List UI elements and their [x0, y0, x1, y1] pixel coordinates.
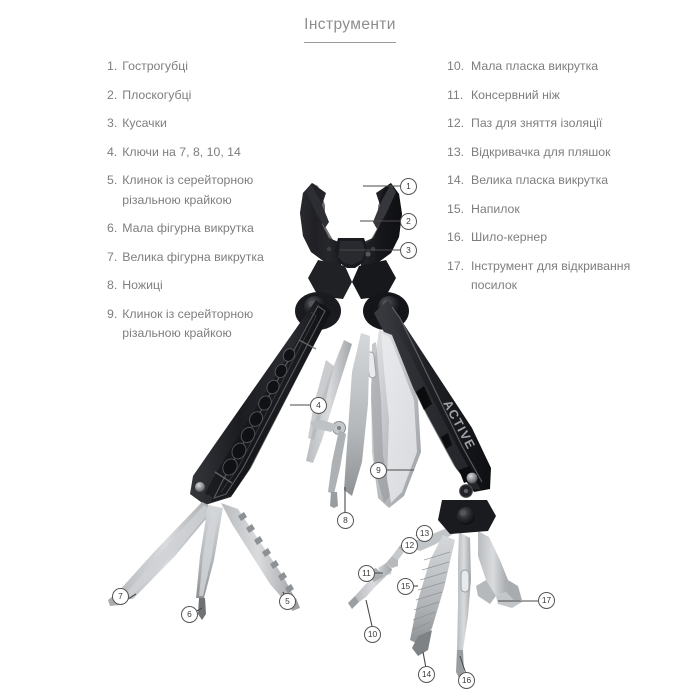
list-item-number: 6. — [107, 221, 118, 235]
list-item: 7. Велика фігурна викрутка — [107, 248, 292, 268]
list-item-number: 11. — [447, 87, 464, 102]
list-item-label: Кусачки — [122, 116, 167, 130]
list-item-number: 2. — [107, 87, 118, 102]
brand-text: ACTIVE — [440, 398, 478, 452]
list-item-number: 8. — [107, 278, 118, 292]
list-item: 6. Мала фігурна викрутка — [107, 219, 292, 239]
list-item-label: Напилок — [471, 201, 520, 216]
list-item: 1. Гострогубці — [107, 57, 292, 77]
list-item: 3. Кусачки — [107, 114, 292, 134]
list-item-number: 12. — [447, 116, 465, 130]
list-item-number: 14. — [447, 173, 465, 187]
list-item: 17. Інструмент для відкривання посилок — [447, 257, 657, 296]
callout-10[interactable]: 10 — [364, 626, 381, 643]
list-item-number: 17. — [447, 258, 465, 273]
callout-7[interactable]: 7 — [112, 588, 129, 605]
bottom-left-tools — [108, 502, 300, 620]
list-item-label: Клинок із серейторною різальною крайкою — [122, 306, 254, 341]
list-item-label: Інструмент для відкривання посилок — [471, 258, 631, 293]
callout-5[interactable]: 5 — [279, 593, 296, 610]
serrated-blade-upper — [344, 333, 370, 496]
list-item-label: Велика фігурна викрутка — [122, 249, 264, 264]
callout-6[interactable]: 6 — [181, 606, 198, 623]
callout-12[interactable]: 12 — [401, 537, 418, 554]
list-item: 4. Ключи на 7, 8, 10, 14 — [107, 143, 292, 163]
scissors — [306, 340, 352, 508]
list-item: 5. Клинок із серейторною різальною крайк… — [107, 171, 292, 210]
list-item-label: Плоскогубці — [122, 87, 192, 102]
list-item: 12. Паз для зняття ізоляції — [447, 114, 657, 134]
page-title: Інструменти — [304, 16, 396, 44]
tool-list-right: 10. Мала пласка викрутка 11. Консервний … — [447, 57, 657, 305]
list-item: 2. Плоскогубці — [107, 86, 292, 106]
list-item-number: 5. — [107, 173, 118, 187]
list-item-label: Гострогубці — [122, 59, 188, 73]
list-item-number: 1. — [107, 59, 118, 73]
callout-2[interactable]: 2 — [400, 213, 417, 230]
callout-1[interactable]: 1 — [400, 178, 417, 195]
callout-4[interactable]: 4 — [310, 397, 327, 414]
plier-head — [300, 183, 402, 299]
callout-9[interactable]: 9 — [370, 462, 387, 479]
list-item: 8. Ножиці — [107, 276, 292, 296]
pivot-joints — [295, 292, 409, 330]
list-item-number: 4. — [107, 144, 118, 159]
list-item: 14. Велика пласка викрутка — [447, 171, 657, 191]
list-item: 16. Шило-кернер — [447, 228, 657, 248]
list-item-number: 3. — [107, 116, 118, 130]
list-item-number: 7. — [107, 249, 118, 264]
callout-17[interactable]: 17 — [538, 592, 555, 609]
list-item-number: 15. — [447, 201, 465, 216]
list-item: 15. Напилок — [447, 200, 657, 220]
list-item: 13. Відкривачка для пляшок — [447, 143, 657, 163]
list-item-label: Ножиці — [122, 278, 163, 292]
callout-11[interactable]: 11 — [358, 565, 375, 582]
list-item-number: 9. — [107, 306, 118, 321]
list-item-label: Клинок із серейторною різальною крайкою — [122, 173, 254, 207]
list-item-label: Мала фігурна викрутка — [122, 221, 254, 235]
list-item-number: 10. — [447, 59, 465, 73]
list-item: 10. Мала пласка викрутка — [447, 57, 657, 77]
callout-14[interactable]: 14 — [418, 666, 435, 683]
list-item-number: 13. — [447, 144, 465, 159]
list-item-label: Паз для зняття ізоляції — [471, 116, 603, 130]
callout-15[interactable]: 15 — [397, 578, 414, 595]
bottom-right-tools — [348, 500, 522, 680]
main-blade — [366, 330, 421, 508]
list-item-label: Ключи на 7, 8, 10, 14 — [122, 144, 241, 159]
list-item-label: Мала пласка викрутка — [471, 59, 599, 73]
list-item-label: Велика пласка викрутка — [471, 173, 609, 187]
callout-13[interactable]: 13 — [416, 525, 433, 542]
callout-3[interactable]: 3 — [400, 242, 417, 259]
tool-list-left: 1. Гострогубці 2. Плоскогубці 3. Кусачки… — [107, 57, 292, 353]
page-title-wrap: Інструменти — [0, 16, 700, 44]
list-item-label: Шило-кернер — [471, 230, 548, 244]
right-handle: ACTIVE — [374, 300, 491, 498]
callout-16[interactable]: 16 — [458, 672, 475, 689]
list-item-label: Консервний ніж — [471, 87, 560, 102]
list-item-number: 16. — [447, 230, 465, 244]
list-item: 9. Клинок із серейторною різальною крайк… — [107, 305, 292, 344]
callout-8[interactable]: 8 — [337, 512, 354, 529]
list-item: 11. Консервний ніж — [447, 86, 657, 106]
list-item-label: Відкривачка для пляшок — [471, 144, 611, 159]
